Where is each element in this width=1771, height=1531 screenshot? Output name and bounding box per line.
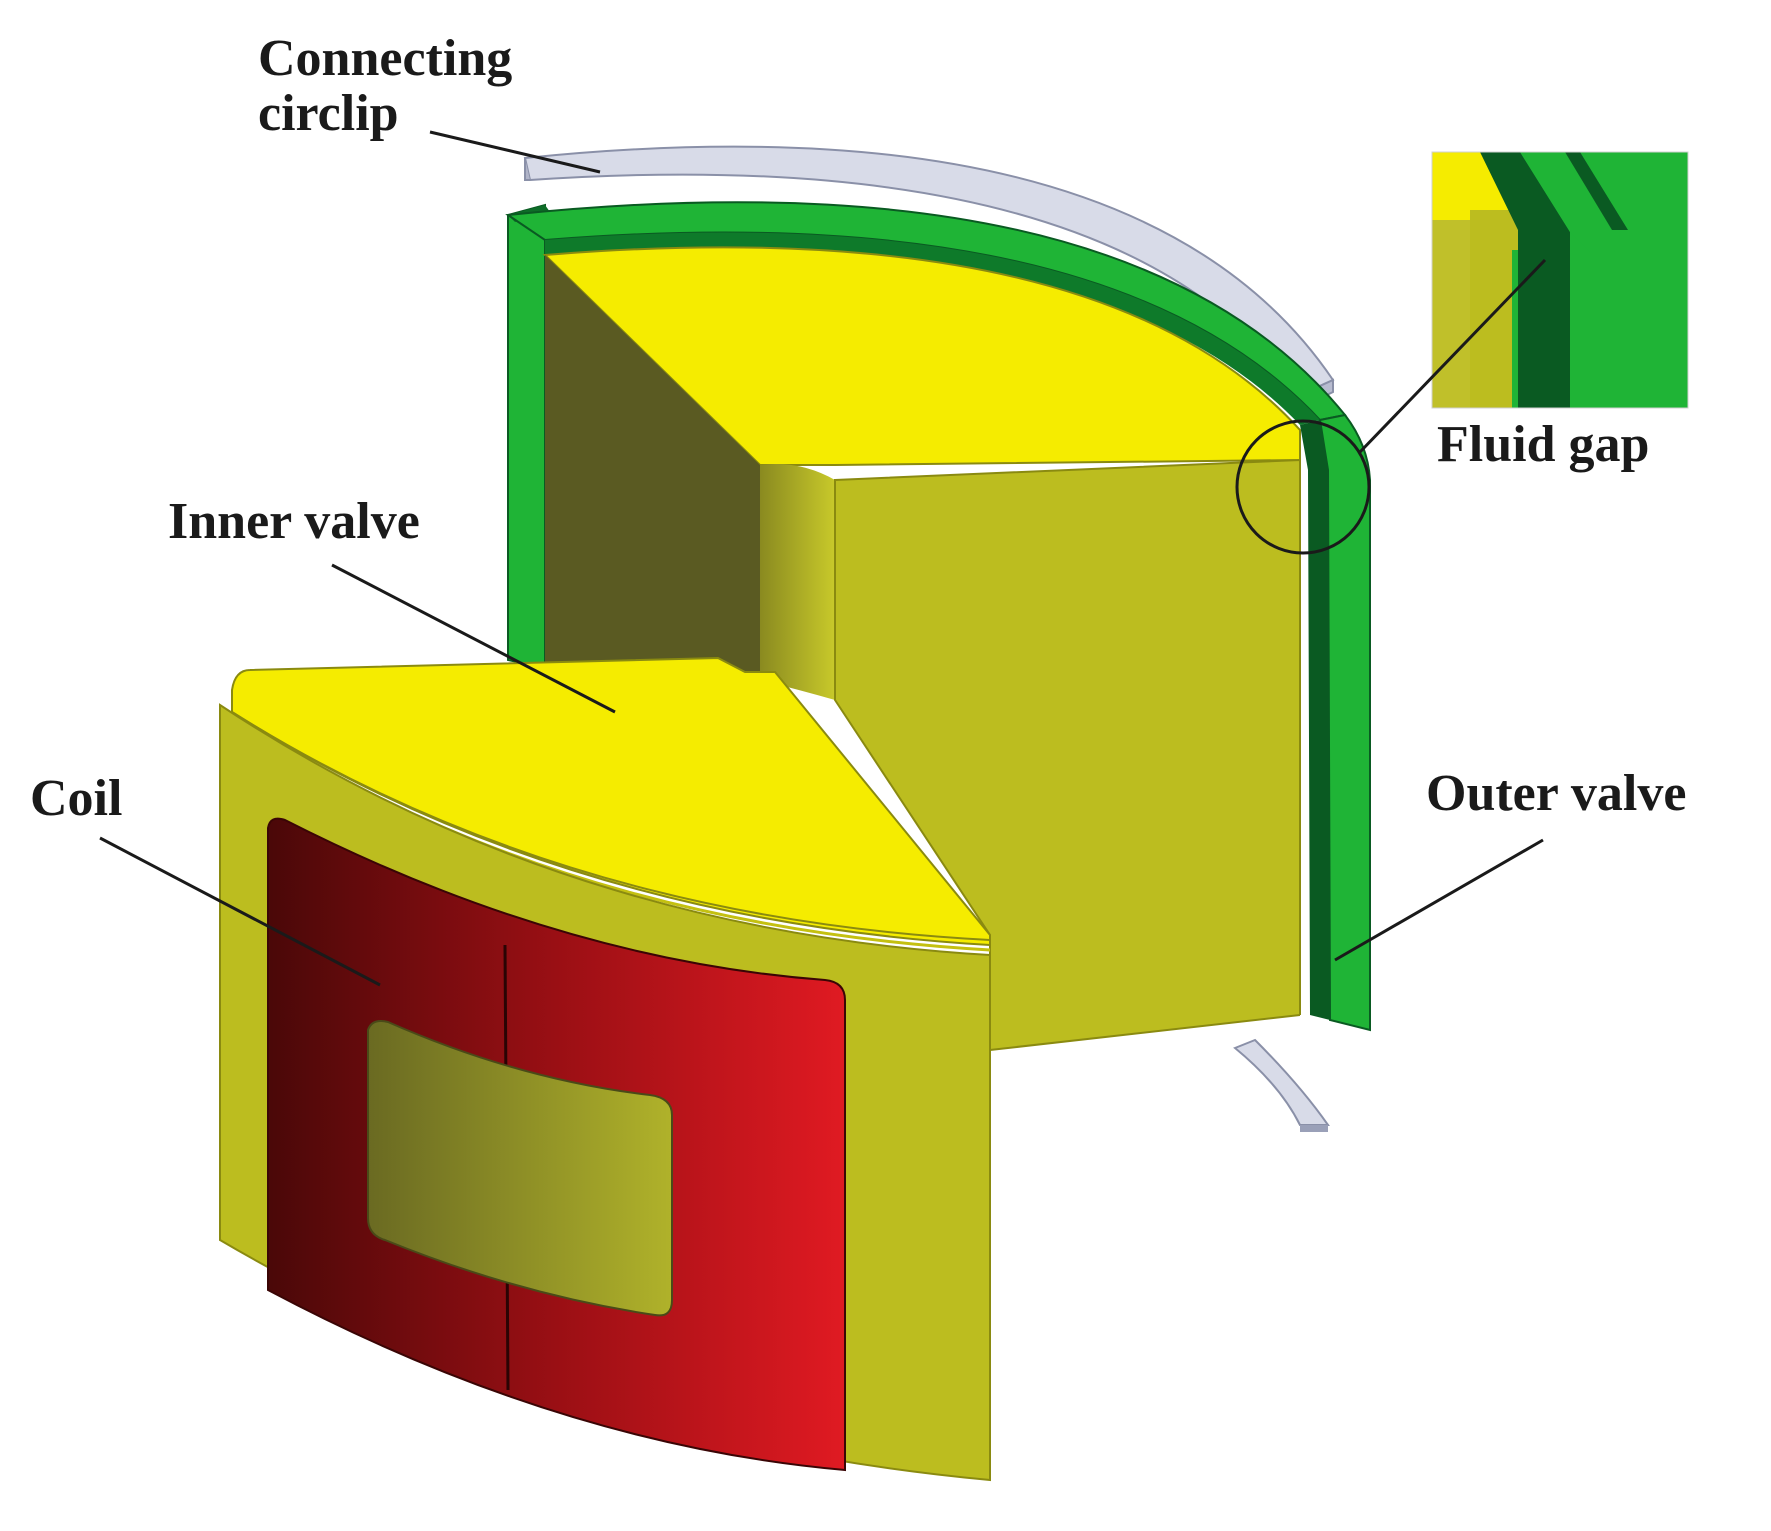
label-fluid-gap: Fluid gap xyxy=(1437,416,1650,473)
outer-valve-leader xyxy=(1334,838,1544,962)
coil-leader xyxy=(99,836,381,987)
leader-lines xyxy=(99,130,1547,987)
inner-valve-leader xyxy=(331,563,616,714)
circlip-leader xyxy=(429,130,601,174)
label-connecting-circlip-line1: Connecting xyxy=(258,30,513,87)
connecting-circlip-bottom xyxy=(1233,1038,1330,1132)
label-inner-valve: Inner valve xyxy=(168,493,420,550)
label-connecting-circlip: Connecting circlip xyxy=(258,30,513,142)
label-connecting-circlip-line2: circlip xyxy=(258,84,399,142)
coil-assembly xyxy=(219,656,991,1482)
label-outer-valve: Outer valve xyxy=(1426,765,1687,822)
label-coil: Coil xyxy=(30,770,123,827)
fluid-gap-marker xyxy=(1235,419,1371,555)
fluid-gap-leader xyxy=(1358,258,1547,454)
fluid-gap-inset xyxy=(1432,152,1688,408)
fluid-gap-inset-frame xyxy=(1431,151,1689,409)
